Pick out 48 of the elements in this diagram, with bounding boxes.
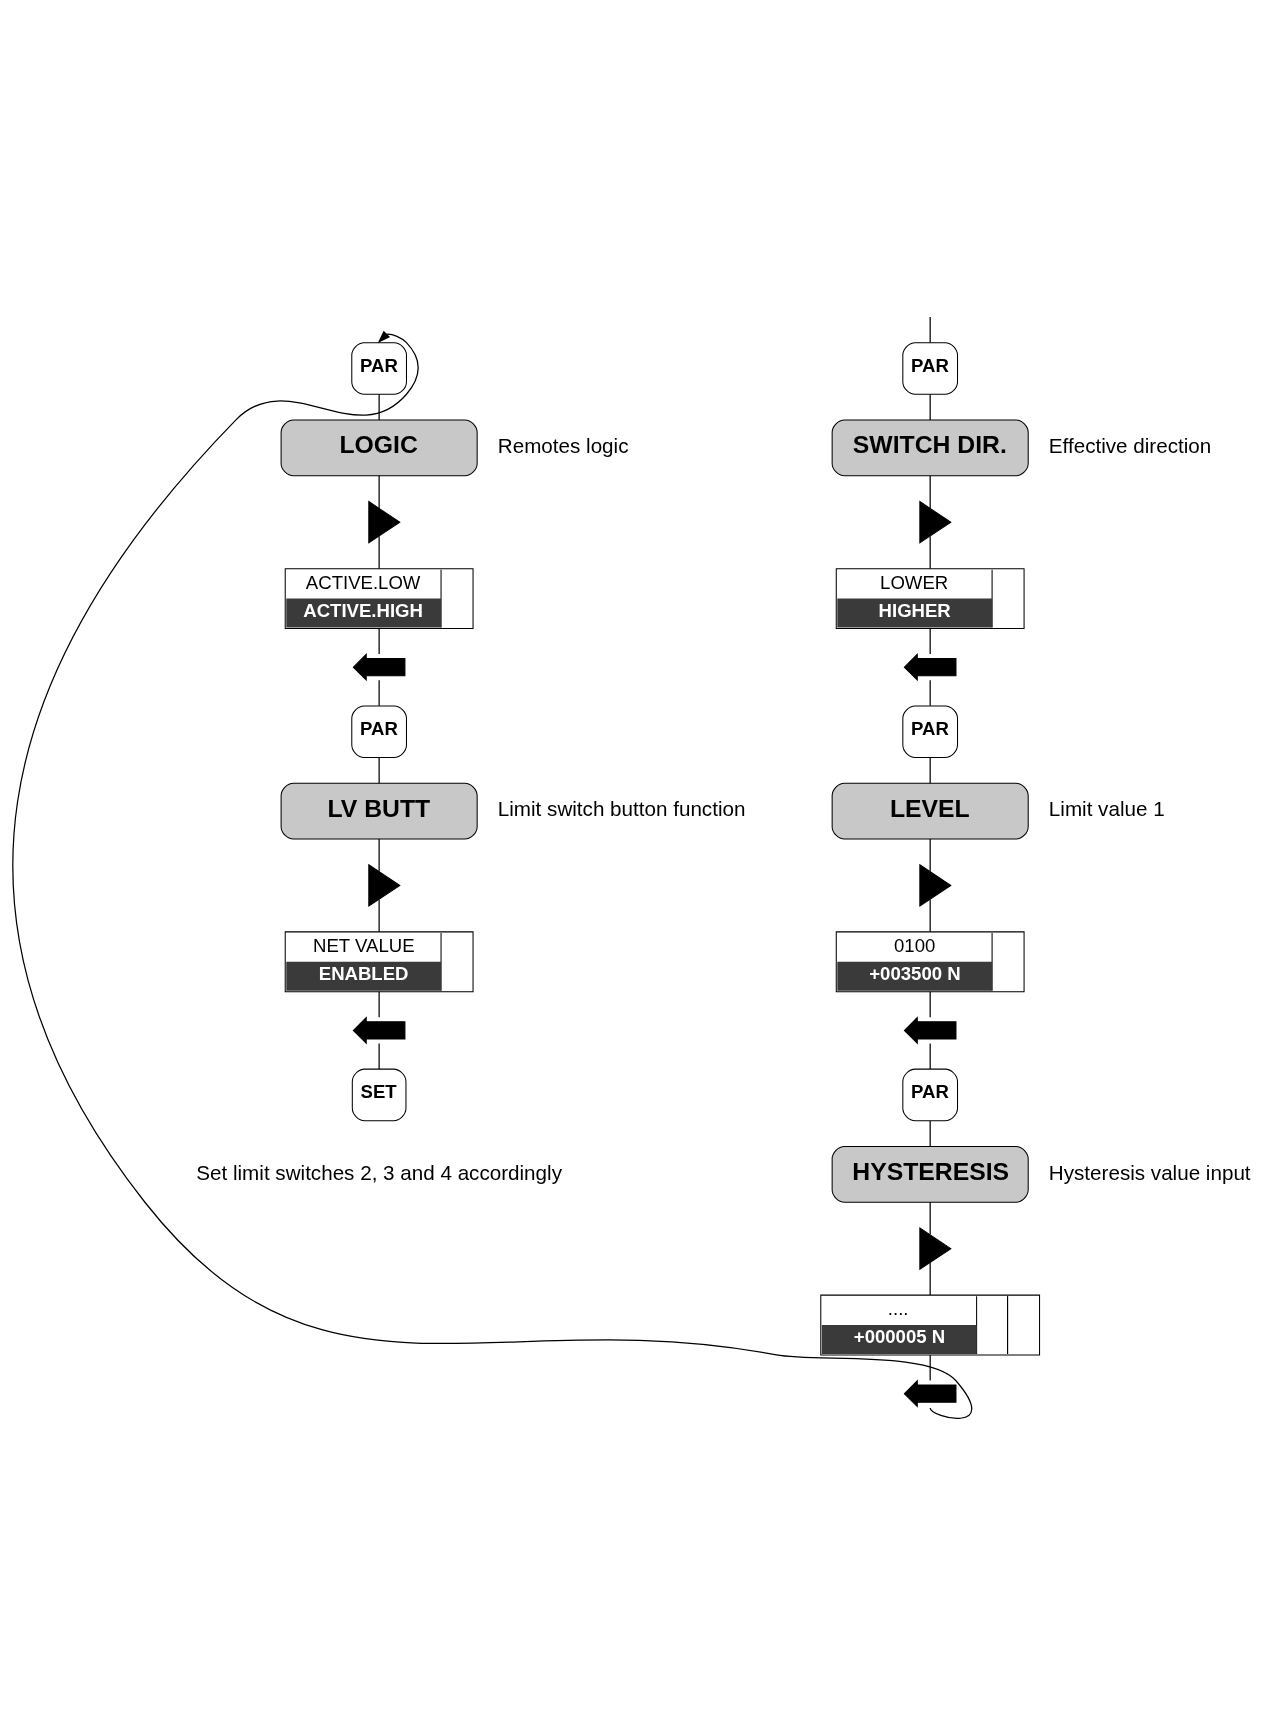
node-arrow bbox=[352, 653, 406, 682]
connector bbox=[378, 1042, 380, 1070]
connector bbox=[378, 838, 380, 872]
connector bbox=[929, 316, 931, 344]
connector bbox=[929, 1042, 931, 1070]
connector bbox=[378, 475, 380, 509]
node-box: PAR bbox=[902, 1068, 959, 1122]
label: Set limit switches 2, 3 and 4 accordingly bbox=[196, 1160, 562, 1184]
connector bbox=[929, 475, 931, 509]
connector bbox=[378, 628, 380, 655]
node-box: PAR bbox=[902, 342, 959, 395]
node-label: Limit switch button function bbox=[497, 797, 746, 821]
connector bbox=[929, 628, 931, 655]
connector bbox=[929, 1262, 931, 1296]
node-arrow bbox=[903, 653, 957, 682]
node-arrow bbox=[903, 1379, 957, 1408]
connector bbox=[378, 991, 380, 1018]
connector bbox=[929, 898, 931, 933]
connector bbox=[378, 393, 380, 421]
node-label: Limit value 1 bbox=[1048, 797, 1165, 821]
connector bbox=[929, 1201, 931, 1236]
arrow bbox=[12, 330, 973, 1419]
node-box: PAR bbox=[902, 705, 959, 758]
node-box: PAR bbox=[351, 705, 407, 758]
node-arrow bbox=[903, 1016, 957, 1045]
connector bbox=[378, 679, 380, 707]
node-label: Effective direction bbox=[1048, 434, 1212, 458]
connector bbox=[378, 535, 380, 570]
connector bbox=[929, 991, 931, 1018]
connector bbox=[929, 679, 931, 707]
connector bbox=[929, 757, 931, 784]
connector bbox=[378, 757, 380, 784]
node-label: Hysteresis value input bbox=[1048, 1160, 1251, 1184]
node-triangle bbox=[368, 500, 401, 544]
node-triangle bbox=[919, 500, 952, 544]
connector bbox=[378, 898, 380, 933]
node-box: PAR bbox=[351, 342, 407, 395]
node-arrow bbox=[352, 1016, 406, 1045]
node-box: SET bbox=[351, 1068, 407, 1122]
node-label: Remotes logic bbox=[497, 434, 629, 458]
connector bbox=[929, 1120, 931, 1148]
connector bbox=[929, 393, 931, 421]
node-triangle bbox=[368, 863, 401, 908]
node-triangle bbox=[919, 1227, 952, 1271]
connector bbox=[929, 838, 931, 872]
connector bbox=[929, 535, 931, 570]
node-triangle bbox=[919, 863, 952, 908]
connector bbox=[929, 1354, 931, 1382]
